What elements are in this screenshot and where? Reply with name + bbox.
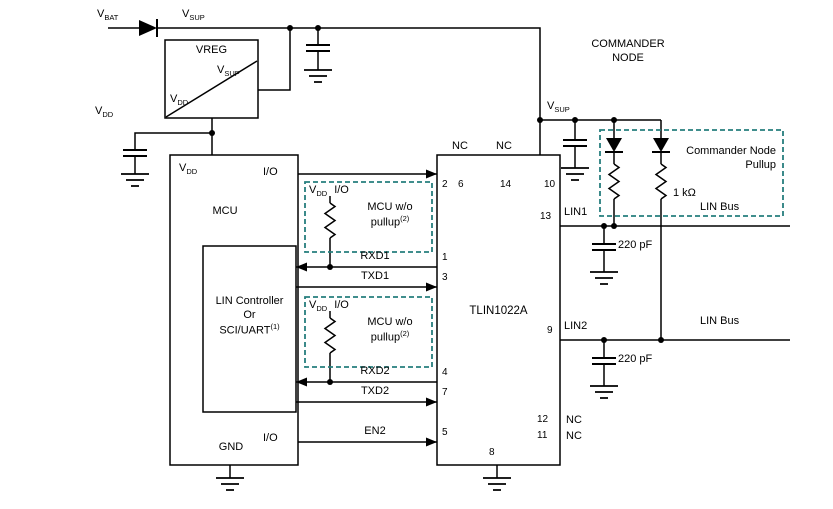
pin-3-label: 3 xyxy=(442,272,448,283)
mcu-io-bottom-label: I/O xyxy=(263,432,278,444)
junction-dot xyxy=(611,117,617,123)
pin-4-label: 4 xyxy=(442,367,448,378)
resistor-icon-lin1 xyxy=(607,163,621,200)
lin-controller-label: LIN Controller Or SCI/UART(1) xyxy=(215,295,284,337)
junction-dot xyxy=(572,117,578,123)
mcu-pullup-option-box-2 xyxy=(304,296,433,368)
junction-dot xyxy=(658,337,664,343)
txd2-label: TXD2 xyxy=(360,385,390,397)
junction-dots xyxy=(209,25,664,385)
pin-5-label: 5 xyxy=(442,427,448,438)
mcu-vdd-label: VDD xyxy=(179,162,198,177)
lin-controller-box xyxy=(202,245,297,413)
mcu-box xyxy=(169,154,299,466)
ground-icon-lin1 xyxy=(590,271,618,285)
vreg-title: VREG xyxy=(195,44,228,56)
capacitor-icon-lin1 xyxy=(592,243,616,251)
pullup1-note: MCU w/o pullup(2) xyxy=(367,201,413,229)
pin-11-label: 11 xyxy=(537,430,548,441)
arrow-icon-en2 xyxy=(426,437,437,447)
arrow-icon-rxd2 xyxy=(296,377,307,387)
pin-1-label: 1 xyxy=(442,252,448,263)
ground-icon-vsup-right xyxy=(561,167,589,181)
vdd-rail-label: VDD xyxy=(95,105,114,120)
vreg-diagonal xyxy=(165,60,258,118)
nc-pin12-label: NC xyxy=(566,414,582,426)
vbat-label: VBAT xyxy=(97,8,119,23)
pin-9-label: 9 xyxy=(547,325,553,336)
junction-dot xyxy=(611,223,617,229)
commander-node-label: COMMANDER NODE xyxy=(591,38,665,64)
vreg-vsup-label: VSUP xyxy=(217,64,240,79)
pullup2-note: MCU w/o pullup(2) xyxy=(367,316,413,344)
capacitor-icon-vsup-rail xyxy=(306,44,330,52)
mcu-pullup-option-box-1 xyxy=(304,181,433,253)
lin-bus-2-label: LIN Bus xyxy=(700,315,740,327)
lin2-pin-label: LIN2 xyxy=(564,320,588,332)
junction-dot xyxy=(209,130,215,136)
pullup-diode-1-icon xyxy=(605,138,623,153)
pin-10-label: 10 xyxy=(544,179,556,190)
mcu-io-top-label: I/O xyxy=(263,166,278,178)
arrow-icon-en1 xyxy=(426,169,437,179)
junction-dot xyxy=(537,117,543,123)
ground-icon-mcu xyxy=(216,477,244,491)
arrow-icon-txd2 xyxy=(426,397,437,407)
commander-pullup-title: Commander Node Pullup xyxy=(686,145,776,171)
pin-13-label: 13 xyxy=(540,211,552,222)
transceiver-box xyxy=(436,154,561,466)
arrow-icon-rxd1 xyxy=(296,262,307,272)
junction-dot xyxy=(601,223,607,229)
capacitor-icon-lin2 xyxy=(592,357,616,365)
vsup-right-label: VSUP xyxy=(547,100,570,115)
transceiver-title: TLIN1022A xyxy=(469,305,528,317)
capacitor-icon-vdd xyxy=(123,149,147,157)
junction-dot xyxy=(601,337,607,343)
lin2-cap-value: 220 pF xyxy=(618,353,653,365)
mcu-title: MCU xyxy=(212,205,238,217)
pullup-diode-2-icon xyxy=(652,138,670,153)
ground-icon-transceiver xyxy=(483,477,511,491)
nc-pin11-label: NC xyxy=(566,430,582,442)
junction-dot xyxy=(327,264,333,270)
ground-icon-rail xyxy=(304,69,332,83)
battery-diode-icon xyxy=(139,19,158,37)
rxd2-label: RXD2 xyxy=(360,365,390,377)
lin1-cap-value: 220 pF xyxy=(618,239,653,251)
mcu-gnd-label: GND xyxy=(218,441,244,453)
wires xyxy=(108,27,790,478)
pin-12-label: 12 xyxy=(537,414,549,425)
pin-8-label: 8 xyxy=(489,447,495,458)
nc-top-left-label: NC xyxy=(452,140,468,152)
junction-dot xyxy=(315,25,321,31)
resistor-icon-pullup1 xyxy=(323,202,337,239)
pin-2-label: 2 xyxy=(442,179,448,190)
lin-bus-1-label: LIN Bus xyxy=(700,201,740,213)
pin-7-label: 7 xyxy=(442,387,448,398)
pullup-resistor-value: 1 kΩ xyxy=(673,187,696,199)
lin1-pin-label: LIN1 xyxy=(564,206,588,218)
resistor-icon-lin2 xyxy=(654,163,668,200)
arrow-icon-txd1 xyxy=(426,282,437,292)
ground-icon-vdd xyxy=(121,173,149,187)
pin-6-label: 6 xyxy=(458,179,464,190)
txd1-label: TXD1 xyxy=(360,270,390,282)
en2-label: EN2 xyxy=(364,425,386,437)
nc-top-right-label: NC xyxy=(496,140,512,152)
capacitor-icon-vsup-right xyxy=(563,139,587,147)
vsup-top-label: VSUP xyxy=(182,8,205,23)
pin-14-label: 14 xyxy=(500,179,512,190)
ground-icon-lin2 xyxy=(590,385,618,399)
rxd1-label: RXD1 xyxy=(360,250,390,262)
commander-pullup-box xyxy=(599,129,784,217)
junction-dot xyxy=(327,379,333,385)
vreg-box xyxy=(164,39,259,119)
vreg-vdd-label: VDD xyxy=(170,93,189,108)
resistor-icon-pullup2 xyxy=(323,317,337,354)
junction-dot xyxy=(287,25,293,31)
